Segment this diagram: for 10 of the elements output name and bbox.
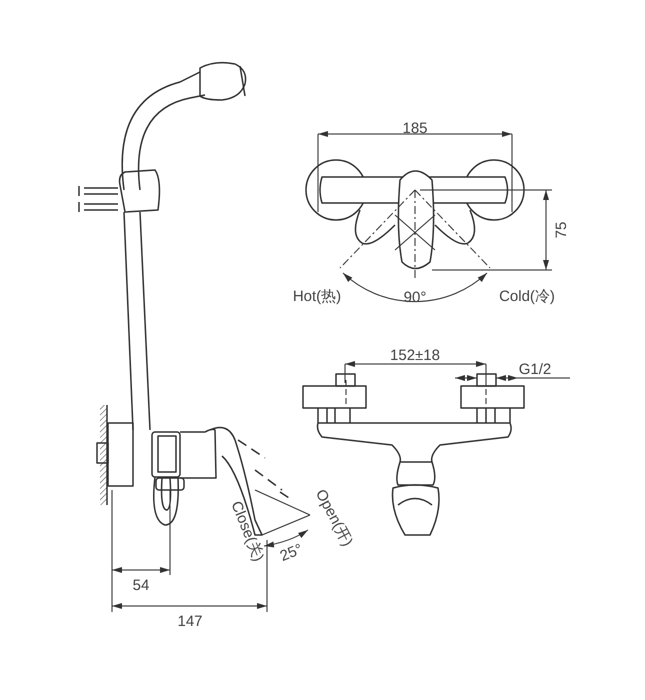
dimension-value: 54 <box>132 577 150 594</box>
dimension-value: 152±18 <box>390 347 440 364</box>
direction-label: Close(关) <box>227 498 267 564</box>
dimension-value: 185 <box>402 120 428 137</box>
thread-size: G1/2 <box>518 361 552 378</box>
direction-label: Cold(冷) <box>499 288 555 305</box>
angle-value: 25° <box>278 540 306 565</box>
dimension-value: 75 <box>553 222 570 238</box>
dimension-value: 147 <box>177 613 203 630</box>
direction-label: Hot(热) <box>292 288 342 305</box>
